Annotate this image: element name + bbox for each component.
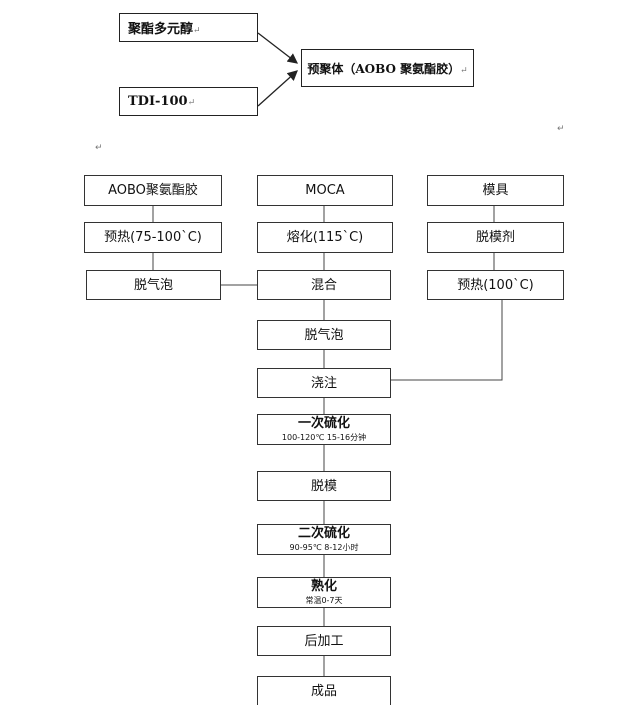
- ripen-detail: 常温0-7天: [305, 596, 343, 605]
- polyol-label: 聚酯多元醇: [128, 22, 194, 37]
- aobo-adhesive-node: AOBO聚氨酯胶: [84, 175, 222, 206]
- first-cure-detail: 100-120℃ 15-16分钟: [281, 433, 367, 442]
- moca-label: MOCA: [305, 183, 345, 198]
- mix-node: 混合: [257, 270, 391, 300]
- degas-aobo-label: 脱气泡: [133, 277, 173, 293]
- demold-node: 脱模: [257, 471, 391, 501]
- release-agent-node: 脱模剂: [427, 222, 564, 253]
- aobo-adhesive-label: AOBO聚氨酯胶: [108, 183, 198, 198]
- prepolymer-label: 预聚体（AOBO 聚氨酯胶）: [307, 61, 461, 76]
- moca-node: MOCA: [257, 175, 393, 206]
- preheat-aobo-node: 预热(75-100`C): [84, 222, 222, 253]
- tdi-label: TDI-100: [128, 94, 188, 109]
- first-cure-label: 一次硫化: [297, 416, 350, 431]
- mix-label: 混合: [310, 277, 337, 293]
- paragraph-mark-icon: ↵: [95, 143, 103, 153]
- first-cure-node: 一次硫化 100-120℃ 15-16分钟: [257, 414, 391, 445]
- degas-label: 脱气泡: [304, 327, 344, 343]
- mold-node: 模具: [427, 175, 564, 206]
- pour-label: 浇注: [310, 375, 337, 391]
- melt-moca-label: 熔化(115`C): [286, 230, 364, 245]
- second-cure-label: 二次硫化: [297, 526, 350, 541]
- paragraph-mark-icon: ↵: [460, 65, 468, 76]
- ripen-node: 熟化 常温0-7天: [257, 577, 391, 608]
- paragraph-mark-icon: ↵: [557, 124, 565, 134]
- mold-label: 模具: [482, 183, 509, 198]
- melt-moca-node: 熔化(115`C): [257, 222, 393, 253]
- tdi-box: TDI-100↵: [119, 87, 258, 116]
- post-process-node: 后加工: [257, 626, 391, 656]
- product-node: 成品: [257, 676, 391, 705]
- product-label: 成品: [310, 683, 337, 699]
- ripen-label: 熟化: [310, 579, 337, 594]
- post-process-label: 后加工: [304, 633, 344, 649]
- degas-aobo-node: 脱气泡: [86, 270, 221, 300]
- arrow-tdi-to-prepolymer: [257, 70, 298, 107]
- paragraph-mark-icon: ↵: [193, 26, 201, 36]
- preheat-mold-label: 预热(100`C): [457, 277, 534, 293]
- release-agent-label: 脱模剂: [475, 230, 515, 245]
- second-cure-detail: 90-95℃ 8-12小时: [289, 543, 359, 552]
- polyol-box: 聚酯多元醇↵: [119, 13, 258, 42]
- degas-node: 脱气泡: [257, 320, 391, 350]
- preheat-mold-node: 预热(100`C): [427, 270, 564, 300]
- pour-node: 浇注: [257, 368, 391, 398]
- arrow-polyol-to-prepolymer: [257, 32, 299, 64]
- line-right-to-pour: [391, 300, 503, 381]
- demold-label: 脱模: [310, 478, 337, 494]
- preheat-aobo-label: 预热(75-100`C): [104, 230, 202, 245]
- paragraph-mark-icon: ↵: [187, 98, 196, 108]
- second-cure-node: 二次硫化 90-95℃ 8-12小时: [257, 524, 391, 555]
- prepolymer-box: 预聚体（AOBO 聚氨酯胶）↵: [301, 49, 474, 87]
